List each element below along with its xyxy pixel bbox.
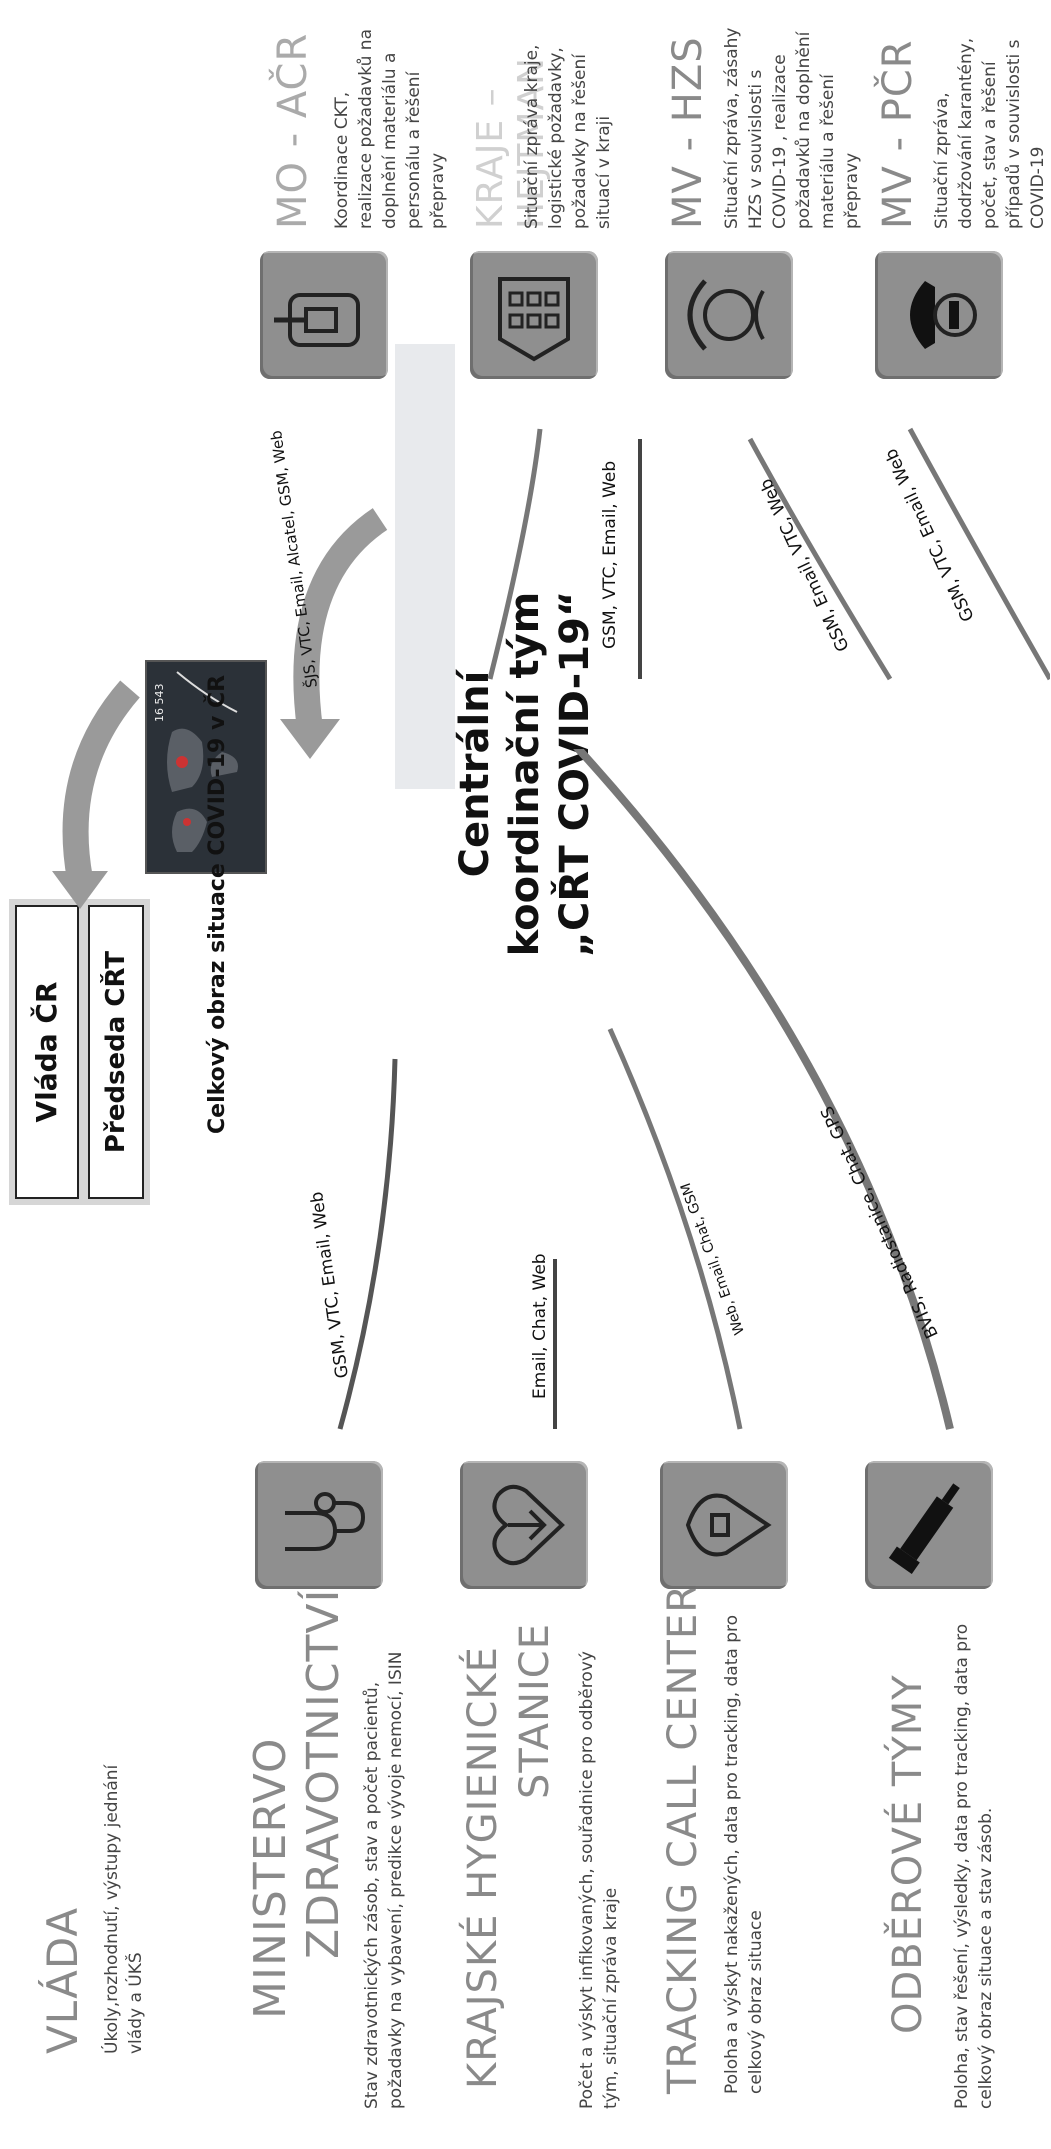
location-pin-icon xyxy=(685,1493,772,1557)
syringe-icon xyxy=(888,1483,960,1574)
firefighter-icon xyxy=(687,279,765,351)
stethoscope-icon xyxy=(285,1492,366,1551)
mz-title-line1: MINISTERVO xyxy=(245,1737,296,2019)
khs-title-line2: STANICE xyxy=(512,1622,558,1799)
pcr-title: MV - PČR xyxy=(875,39,921,229)
acr-desc: Koordinace CKT, realizace požadavků na d… xyxy=(332,29,448,229)
pcr-desc: Situační zpráva, dodržování karantény, p… xyxy=(932,37,1048,229)
acr-tile xyxy=(260,251,388,379)
overview-title: Celkový obraz situace COVID-19 v ČR xyxy=(205,674,230,1134)
building-icon xyxy=(498,277,570,362)
hzs-tile xyxy=(665,251,793,379)
left-connectors xyxy=(337,749,954,1430)
pcr-tile xyxy=(875,251,1003,379)
kraje-desc: Situační zpráva kraje, logistické požada… xyxy=(522,44,614,229)
world-map-icon xyxy=(147,662,265,872)
khs-tile xyxy=(460,1461,588,1589)
mz-title-line2: ZDRAVOTNICTVÍ xyxy=(298,1588,349,1960)
dashboard-image: 16 543 xyxy=(145,660,267,874)
hzs-desc: Situační zpráva, zásahy HZS v souvislost… xyxy=(722,27,862,229)
dashboard-count: 16 543 xyxy=(153,683,166,723)
ot-desc: Poloha, stav řešení, výsledky, data pro … xyxy=(952,1623,996,2109)
arrow-to-gov xyxy=(52,680,140,909)
mz-desc: Stav zdravotnických zásob, stav a počet … xyxy=(362,1651,406,2109)
arrow-to-dashboard xyxy=(280,508,388,759)
ot-title: ODBĚROVÉ TÝMY xyxy=(885,1674,931,2034)
tcc-title: TRACKING CALL CENTER xyxy=(660,1583,706,2094)
khs-desc: Počet a výskyt infikovaných, souřadnice … xyxy=(577,1651,621,2109)
heart-arrow-icon xyxy=(492,1484,565,1566)
predseda-crt-box: Předseda CŘT xyxy=(88,905,144,1199)
kraje-tile xyxy=(470,251,598,379)
tcc-tile xyxy=(660,1461,788,1589)
vlada-desc: Úkoly,rozhodnutí, výstupy jednání vlády … xyxy=(102,1764,146,2054)
acr-title: MO - AČR xyxy=(270,32,316,229)
ot-tile xyxy=(865,1461,993,1589)
mz-tile xyxy=(255,1461,383,1589)
vlada-cr-box: Vláda ČR xyxy=(15,905,79,1199)
tank-icon xyxy=(274,293,360,347)
khs-channels: Email, Chat, Web xyxy=(530,1253,550,1399)
hzs-title: MV - HZS xyxy=(665,36,711,229)
right-connectors xyxy=(487,427,1050,681)
kraje-channels: GSM, VTC, Email, Web xyxy=(600,460,620,649)
tcc-desc: Poloha a výskyt nakažených, data pro tra… xyxy=(722,1614,766,2094)
vlada-title: VLÁDA xyxy=(38,1906,87,2054)
khs-title-line1: KRAJSKÉ HYGIENICKÉ xyxy=(460,1646,506,2089)
police-icon xyxy=(910,281,977,349)
